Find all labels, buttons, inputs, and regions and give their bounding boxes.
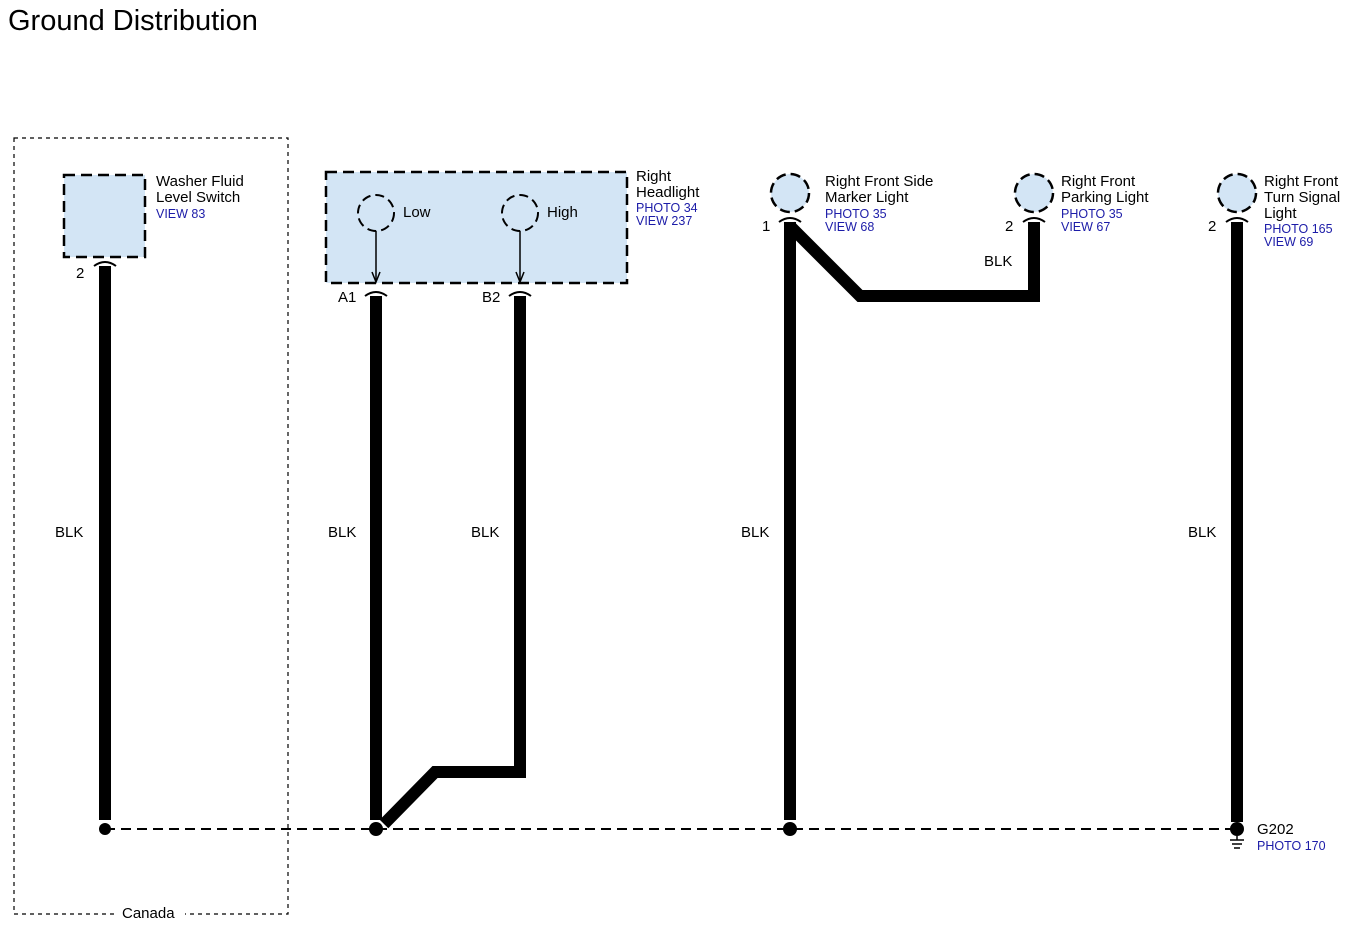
headlight-low-wire-color: BLK xyxy=(328,524,356,541)
low-beam-arrow-icon xyxy=(371,271,381,285)
headlight-photo-ref[interactable]: PHOTO 34 xyxy=(636,201,698,215)
side-marker-pin: 1 xyxy=(762,218,770,235)
side-marker-bulb-icon[interactable] xyxy=(769,172,811,214)
parking-connector xyxy=(1022,217,1046,223)
headlight-high-wire-color: BLK xyxy=(471,524,499,541)
turn-signal-name-line3: Light xyxy=(1264,205,1297,222)
parking-name-line1: Right Front xyxy=(1061,173,1136,190)
turn-signal-view-ref[interactable]: VIEW 69 xyxy=(1264,235,1313,249)
headlight-box[interactable] xyxy=(324,170,629,285)
parking-wire-color: BLK xyxy=(984,253,1012,270)
side-marker-photo-ref[interactable]: PHOTO 35 xyxy=(825,207,887,221)
parking-pin: 2 xyxy=(1005,218,1013,235)
washer-fluid-switch-box[interactable] xyxy=(62,173,147,259)
ground-symbol-icon xyxy=(1230,836,1244,849)
washer-name-line1: Washer Fluid xyxy=(156,173,244,190)
region-label-bg xyxy=(115,902,185,920)
high-beam-arrow-icon xyxy=(515,271,525,285)
parking-photo-ref[interactable]: PHOTO 35 xyxy=(1061,207,1123,221)
headlight-b2-connector xyxy=(508,291,532,297)
headlight-name-line2: Headlight xyxy=(636,184,700,201)
headlight-view-ref[interactable]: VIEW 237 xyxy=(636,214,692,228)
side-marker-connector xyxy=(778,217,802,223)
side-marker-wire-color: BLK xyxy=(741,524,769,541)
parking-view-ref[interactable]: VIEW 67 xyxy=(1061,220,1110,234)
washer-name-line2: Level Switch xyxy=(156,189,240,206)
turn-signal-name-line2: Turn Signal xyxy=(1264,189,1340,206)
ground-point-dot xyxy=(1230,822,1244,836)
parking-wire xyxy=(785,221,1040,302)
low-beam-label: Low xyxy=(403,204,431,221)
ground-id-label: G202 xyxy=(1257,821,1294,838)
ground-photo-ref[interactable]: PHOTO 170 xyxy=(1257,839,1326,853)
headlight-a1-connector xyxy=(364,291,388,297)
headlight-pin-a1: A1 xyxy=(338,289,356,306)
washer-view-ref[interactable]: VIEW 83 xyxy=(156,207,205,221)
side-marker-view-ref[interactable]: VIEW 68 xyxy=(825,220,874,234)
side-marker-splice-dot xyxy=(783,822,797,836)
turn-signal-wire-color: BLK xyxy=(1188,524,1216,541)
region-label: Canada xyxy=(122,905,175,922)
headlight-pin-b2: B2 xyxy=(482,289,500,306)
parking-light-bulb-icon[interactable] xyxy=(1013,172,1055,214)
diagram-title: Ground Distribution xyxy=(8,5,258,37)
turn-signal-photo-ref[interactable]: PHOTO 165 xyxy=(1264,222,1333,236)
turn-signal-name-line1: Right Front xyxy=(1264,173,1339,190)
washer-splice-dot xyxy=(99,823,111,835)
turn-signal-connector xyxy=(1225,217,1249,223)
parking-name-line2: Parking Light xyxy=(1061,189,1149,206)
washer-connector xyxy=(93,261,117,267)
turn-signal-bulb-icon[interactable] xyxy=(1216,172,1258,214)
washer-wire-color: BLK xyxy=(55,524,83,541)
side-marker-name-line1: Right Front Side xyxy=(825,173,933,190)
high-beam-label: High xyxy=(547,204,578,221)
headlight-name-line1: Right xyxy=(636,168,672,185)
washer-pin-label: 2 xyxy=(76,265,84,282)
headlight-high-wire xyxy=(379,296,526,829)
headlight-splice-dot xyxy=(369,822,383,836)
turn-signal-pin: 2 xyxy=(1208,218,1216,235)
side-marker-name-line2: Marker Light xyxy=(825,189,909,206)
